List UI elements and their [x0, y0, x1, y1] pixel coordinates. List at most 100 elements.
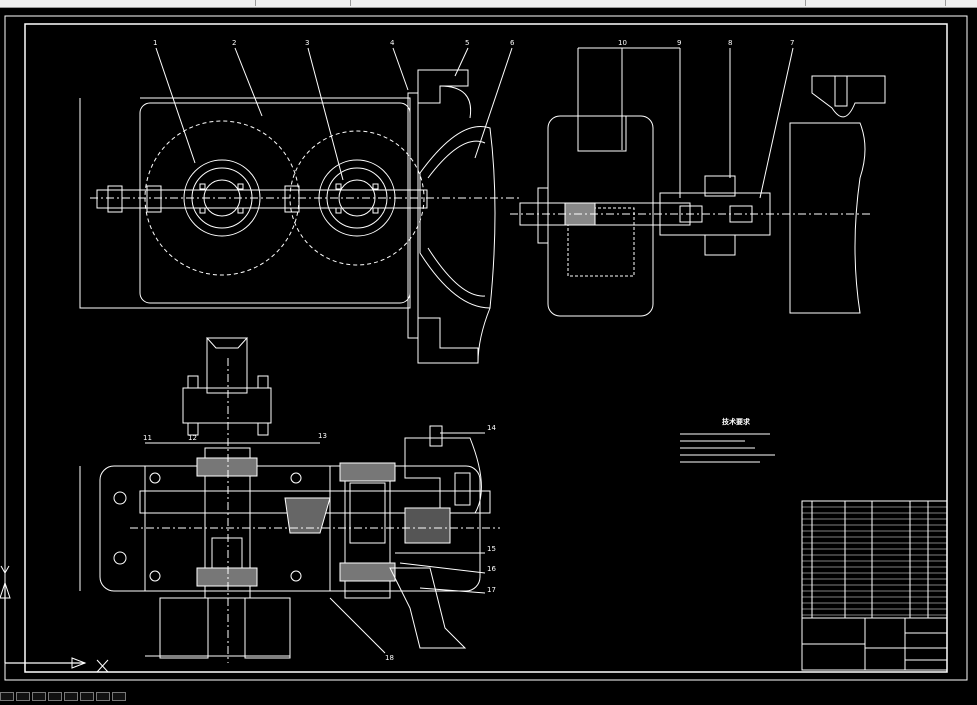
motor-housing — [547, 115, 654, 317]
clamp-bolt — [834, 75, 848, 107]
bolt — [257, 375, 269, 389]
bolt-hole — [372, 183, 379, 190]
part-label-3: 3 — [305, 39, 309, 47]
clamp-bolt — [454, 472, 471, 506]
clamp-bolt — [429, 425, 443, 447]
bolt — [257, 422, 269, 436]
motor-cap — [577, 115, 627, 152]
part-label-11: 11 — [143, 434, 152, 442]
leader-line — [474, 47, 513, 159]
bearing — [339, 462, 396, 482]
leader-line — [454, 47, 469, 77]
mount-hole — [149, 472, 161, 484]
leader-line — [329, 597, 386, 654]
layout-tab[interactable] — [48, 692, 62, 701]
bolt — [146, 185, 162, 213]
part-label-6: 6 — [510, 39, 515, 47]
window-top-bar — [0, 0, 977, 8]
part-labels: 1 2 3 4 5 6 7 8 9 10 11 12 13 14 15 16 1… — [143, 39, 794, 662]
section-view — [79, 337, 500, 663]
leader-line — [234, 47, 263, 117]
bolt-hole — [335, 183, 342, 190]
part-label-18: 18 — [385, 654, 394, 662]
part-label-10: 10 — [618, 39, 627, 47]
gear-hub — [183, 159, 261, 237]
part-label-15: 15 — [487, 545, 496, 553]
side-clamp — [404, 437, 482, 514]
bolt — [107, 185, 123, 213]
coupling-flange — [182, 387, 272, 424]
bolt-hole — [199, 183, 206, 190]
leader-line — [399, 562, 486, 574]
lower-bracket — [389, 567, 467, 649]
layout-tabs — [0, 686, 200, 701]
front-view — [79, 47, 520, 364]
support-leg — [244, 597, 291, 659]
machine-body — [789, 122, 866, 314]
bolt-hole — [237, 183, 244, 190]
part-label-14: 14 — [487, 424, 496, 432]
layout-tab[interactable] — [80, 692, 94, 701]
toolbar-segment[interactable] — [255, 0, 351, 6]
outer-frame — [4, 15, 968, 681]
tech-requirements-title: 技术要求 — [722, 417, 751, 426]
input-shaft-top — [206, 337, 248, 394]
bolt — [187, 375, 199, 389]
hatched-section — [284, 497, 331, 534]
body-contour — [439, 85, 491, 364]
leader-line — [155, 47, 196, 164]
parts-list-table — [801, 500, 948, 671]
gearbox-body — [139, 102, 411, 304]
part-label-9: 9 — [677, 39, 681, 47]
mount-hole — [290, 570, 302, 582]
bearing — [339, 562, 396, 582]
layout-tab[interactable] — [64, 692, 78, 701]
bolt-head — [704, 175, 736, 197]
support-leg — [159, 597, 209, 659]
part-label-4: 4 — [390, 39, 395, 47]
cad-drawing-canvas[interactable]: 1 2 3 4 5 6 7 8 9 10 11 12 13 14 15 16 1… — [0, 8, 977, 688]
top-clamp — [811, 75, 886, 118]
table-frame — [801, 500, 948, 671]
bolt — [284, 185, 300, 213]
toolbar-segment[interactable] — [350, 0, 806, 6]
tech-requirements-block: 技术要求 — [680, 417, 775, 463]
bolt-hole — [335, 207, 342, 214]
bracket-bottom — [417, 317, 479, 364]
layout-tab[interactable] — [16, 692, 30, 701]
mount-hole — [113, 491, 127, 505]
layout-tab[interactable] — [96, 692, 110, 701]
mount-hole — [149, 570, 161, 582]
clamp-block — [404, 507, 451, 544]
leader-line — [307, 47, 344, 181]
leader-line — [392, 47, 409, 91]
bolt-hole — [237, 207, 244, 214]
part-label-1: 1 — [153, 39, 157, 47]
part-label-16: 16 — [487, 565, 496, 573]
bolt-hole — [199, 207, 206, 214]
bearing — [196, 567, 258, 587]
shaft-flange — [537, 187, 549, 244]
part-label-2: 2 — [232, 39, 236, 47]
leader-line — [759, 47, 794, 199]
flange-bar — [96, 189, 428, 209]
part-label-13: 13 — [318, 432, 327, 440]
side-plate — [407, 92, 419, 339]
layout-tab[interactable] — [32, 692, 46, 701]
bearing — [196, 457, 258, 477]
part-label-5: 5 — [465, 39, 469, 47]
toolbar-segment[interactable] — [0, 0, 256, 6]
bolt — [187, 422, 199, 436]
leader-line — [419, 587, 486, 594]
housing-outline — [79, 97, 411, 309]
shaft-break — [205, 337, 249, 349]
toolbar-segment[interactable] — [805, 0, 946, 6]
bolt-head — [704, 234, 736, 256]
layout-tab[interactable] — [0, 692, 14, 701]
bolt-hole — [372, 207, 379, 214]
part-label-8: 8 — [728, 39, 732, 47]
gear-section — [211, 537, 243, 569]
layout-tab[interactable] — [112, 692, 126, 701]
ucs-axis-icon — [0, 565, 109, 673]
table-rows — [802, 506, 947, 616]
